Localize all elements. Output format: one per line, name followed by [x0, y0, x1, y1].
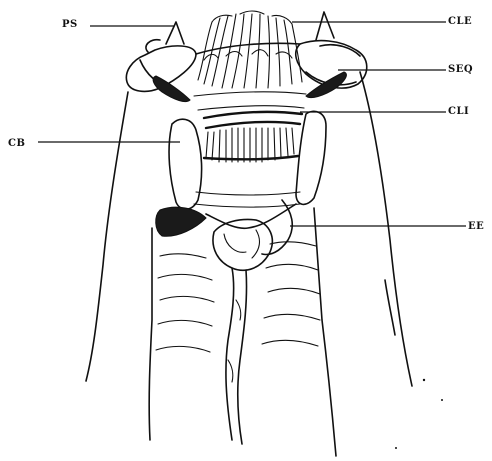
buccal-capsule [169, 92, 326, 209]
dark-structures [153, 72, 346, 102]
speckles [395, 379, 443, 449]
esophagus [149, 200, 336, 456]
body-wall [86, 72, 412, 386]
intestine-lumen [226, 268, 247, 444]
cuticle-striations [156, 242, 320, 352]
internal-leaf-crown [204, 112, 302, 162]
label-seq: SEQ [448, 64, 473, 75]
label-cli: CLI [448, 106, 469, 117]
label-cb: CB [8, 138, 25, 149]
label-ps: PS [62, 19, 78, 30]
label-ee: EE [468, 221, 484, 232]
label-cle: CLE [448, 16, 472, 27]
